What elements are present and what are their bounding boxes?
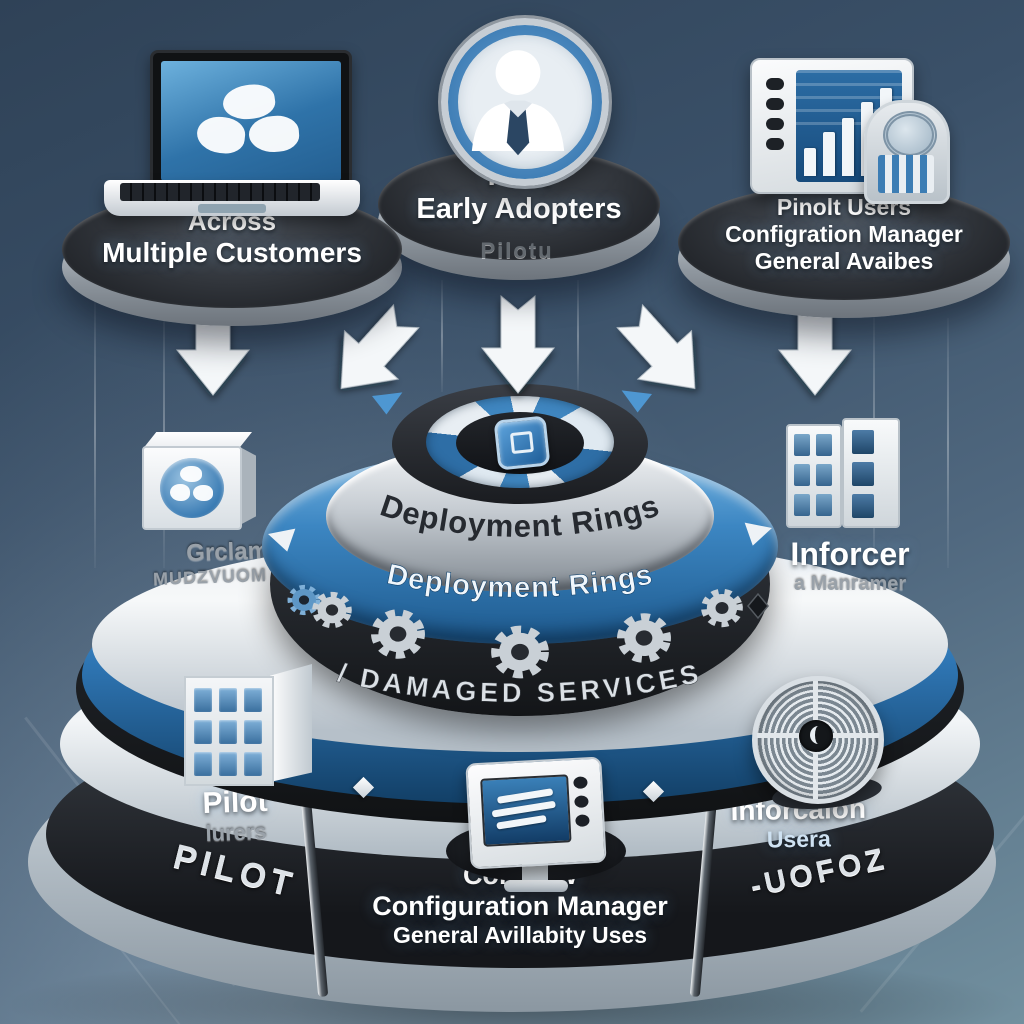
gear-icon — [371, 609, 425, 659]
laptop-keyboard — [104, 180, 360, 216]
dashboard-button — [766, 118, 784, 130]
platform-right — [678, 184, 1010, 300]
avatar-silhouette — [471, 50, 565, 156]
server-panel — [794, 494, 810, 516]
building-window — [219, 688, 237, 712]
gear-icon — [491, 625, 549, 679]
server-panel — [816, 434, 832, 456]
building-window — [194, 752, 212, 776]
configration-manager-text: Configration Manager — [725, 221, 963, 247]
laptop-touchpad — [198, 204, 266, 213]
fan-hub — [799, 720, 833, 752]
laptop-icon — [150, 50, 352, 192]
cube-icon — [142, 432, 252, 450]
multiple-customers-text: Multiple Customers — [102, 237, 362, 268]
laptop-screen — [161, 61, 341, 181]
early-adopters-text: Early Adopters — [416, 193, 622, 225]
monitor-foot — [504, 880, 568, 892]
chart-bar — [823, 132, 835, 176]
fan-hub-highlight — [810, 726, 827, 744]
guide-line — [441, 280, 443, 392]
server-icon — [842, 418, 900, 528]
svg-text:Deployment Rings: Deployment Rings — [376, 488, 664, 544]
dashboard-button — [766, 138, 784, 150]
avatar-icon — [441, 18, 609, 186]
server-panel — [794, 434, 810, 456]
fan-icon — [752, 676, 884, 804]
server-panel — [794, 464, 810, 486]
building-window — [219, 720, 237, 744]
building-window — [194, 688, 212, 712]
rotation-chevron-icon — [621, 390, 652, 413]
cube-icon-front — [142, 446, 242, 530]
gear-icon — [287, 584, 321, 616]
server-panel — [852, 430, 874, 454]
badge-emblem — [883, 111, 937, 159]
cube-emblem-blob — [180, 466, 202, 482]
building-window — [244, 752, 262, 776]
laptop-screen-blob — [247, 114, 301, 154]
ring-arrow-tip-icon — [744, 522, 772, 546]
server-panel — [852, 462, 874, 486]
inforcer-text: Inforcer — [790, 536, 910, 572]
dashboard-button — [766, 78, 784, 90]
badge-icon — [864, 100, 950, 204]
building-icon-side — [270, 664, 312, 782]
band-diamond — [747, 592, 769, 620]
laptop-keys — [120, 183, 320, 201]
config-manager-text: Configuration Manager — [372, 891, 668, 921]
server-panel — [816, 494, 832, 516]
gear-icon — [617, 613, 671, 663]
gear-icon — [312, 591, 352, 629]
platform-right-label: Pinolt Users Configration Manager Genera… — [678, 194, 1010, 275]
cube-emblem-blob — [193, 485, 213, 501]
chart-bar — [804, 148, 816, 176]
building-icon — [184, 676, 274, 786]
curved-arrow-icon — [616, 303, 696, 390]
building-window — [219, 752, 237, 776]
gear-icon — [701, 588, 743, 628]
server-icon — [786, 424, 842, 528]
blue-ring-label: Deployment Rings — [384, 558, 655, 604]
ring-arrow-tip-icon — [268, 528, 296, 552]
guide-line — [94, 298, 96, 568]
manramer-text: a Manramer — [793, 573, 907, 595]
server-panel — [852, 494, 874, 518]
mid-right-label: Inforcer a Manramer — [760, 536, 940, 596]
pinolt-users-text: Pinolt Users — [776, 194, 912, 220]
cube-emblem — [160, 458, 224, 518]
building-window — [244, 720, 262, 744]
laptop-screen-blob — [195, 114, 247, 156]
dashboard-button-column — [760, 70, 790, 182]
general-avaibes-text: General Avaibes — [754, 248, 934, 274]
guide-line — [577, 280, 579, 392]
rotation-chevron-icon — [372, 392, 403, 415]
down-arrow-icon — [480, 294, 556, 394]
chart-bar — [842, 118, 854, 176]
platform-center-rim-text: Pilotu — [480, 238, 554, 263]
cube-emblem-blob — [170, 484, 190, 501]
general-availability-text: General Avillabity Uses — [393, 922, 647, 948]
badge-stripes — [878, 155, 934, 193]
server-panel — [816, 464, 832, 486]
curved-arrow-icon — [340, 303, 420, 390]
silver-ring-label: Deployment Rings — [376, 488, 663, 544]
dashboard-button — [766, 98, 784, 110]
svg-text:Deployment Rings: Deployment Rings — [384, 558, 656, 604]
building-window — [194, 720, 212, 744]
building-window — [244, 688, 262, 712]
cube-icon-side — [238, 446, 256, 526]
guide-line — [947, 318, 949, 568]
